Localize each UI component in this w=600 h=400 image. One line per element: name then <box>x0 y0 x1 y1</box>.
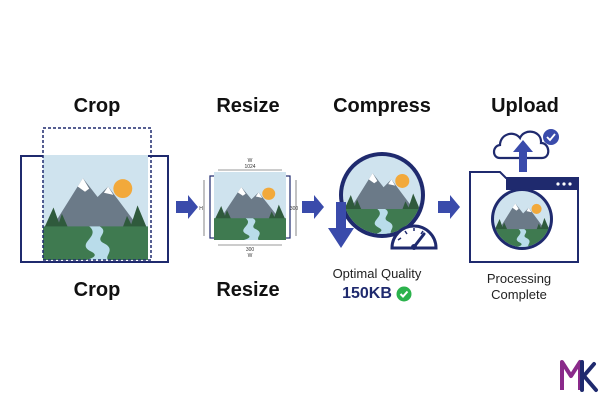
mountain-landscape-icon <box>343 156 421 234</box>
resize-side-value: 300 <box>290 206 299 212</box>
upload-status-text: Processing Complete <box>454 271 584 303</box>
resize-top-value: 1024 <box>244 164 255 170</box>
stage-subtitle-resize: Resize <box>216 279 280 301</box>
speedometer-icon <box>390 224 438 250</box>
resize-side-h: H <box>199 206 203 212</box>
compress-quality-label: Optimal Quality <box>332 266 422 281</box>
compress-size-label: 150KB <box>342 285 392 302</box>
resize-stage: W 1024 H 300 300 W <box>199 158 298 259</box>
cloud-upload-icon <box>492 129 559 172</box>
resize-bottom-value: 300 <box>246 247 255 253</box>
stage-title-compress: Compress <box>333 95 431 117</box>
upload-status-line1: Processing <box>486 271 552 286</box>
mountain-landscape-icon <box>43 155 148 260</box>
compress-stage <box>328 152 438 250</box>
stage-title-crop: Crop <box>73 95 121 117</box>
stage-subtitle-crop: Crop <box>73 279 121 301</box>
stage-title-upload: Upload <box>491 95 559 117</box>
right-arrow-icon <box>302 195 324 219</box>
mountain-landscape-icon <box>214 172 286 240</box>
stage-title-resize: Resize <box>216 95 280 117</box>
compress-size-row: 150KB <box>312 285 442 303</box>
right-arrow-icon <box>438 195 460 219</box>
right-arrow-icon <box>176 195 198 219</box>
upload-stage <box>469 129 579 263</box>
down-arrow-icon <box>328 202 354 248</box>
crop-stage <box>20 127 169 263</box>
watermark-logo <box>560 360 598 392</box>
check-badge-icon <box>396 286 412 302</box>
upload-status-line2: Complete <box>491 287 547 302</box>
resize-bottom-w: W <box>248 253 253 259</box>
mountain-landscape-icon <box>494 191 550 247</box>
resize-top-w: W <box>248 158 253 164</box>
check-badge-icon <box>543 129 559 145</box>
